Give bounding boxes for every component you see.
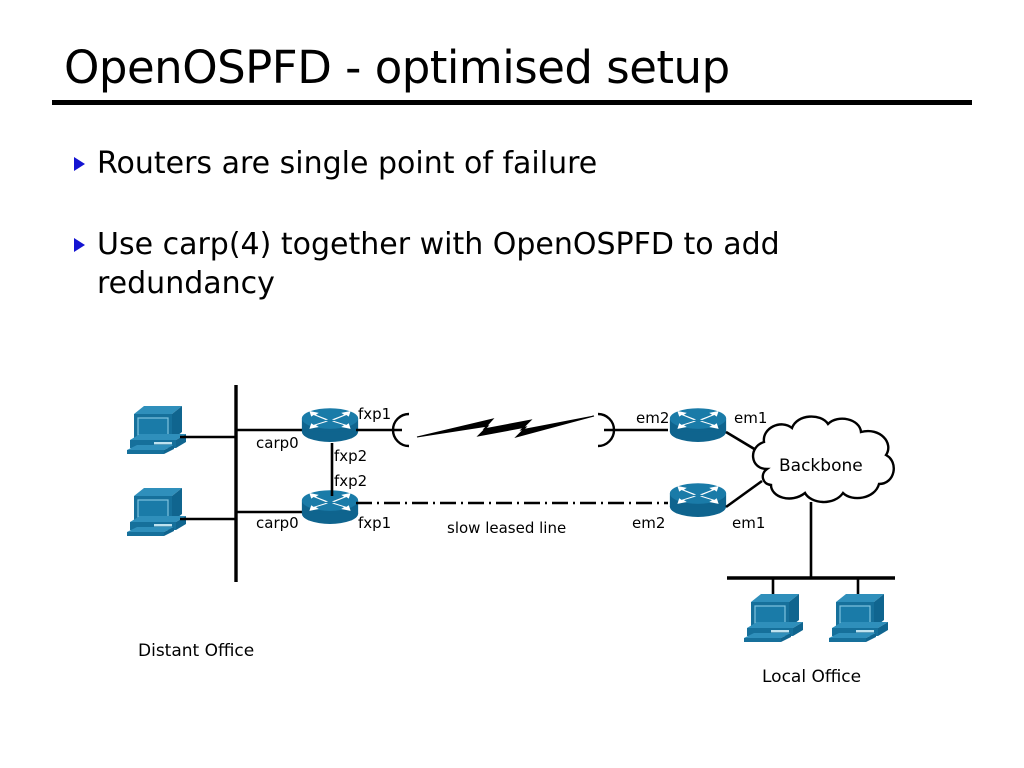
triangle-right-bullet-icon	[74, 238, 85, 252]
title-divider	[52, 100, 972, 105]
label-em1-bottom: em1	[732, 514, 765, 532]
local-workstation-2	[828, 593, 889, 643]
wire-router-bottom-to-cloud	[725, 479, 763, 509]
distant-router-bottom	[301, 490, 359, 524]
backbone-cloud-icon	[751, 415, 895, 504]
label-em1-top: em1	[734, 409, 767, 427]
triangle-right-bullet-icon	[74, 157, 85, 171]
label-fxp2-top: fxp2	[334, 447, 367, 465]
label-carp0-top: carp0	[256, 434, 299, 452]
label-fxp1-top: fxp1	[358, 405, 391, 423]
local-office-label: Local Office	[762, 667, 861, 687]
wire-router-top-to-cloud	[725, 430, 767, 458]
local-router-top	[669, 408, 727, 442]
bullet-list: Routers are single point of failure Use …	[74, 144, 904, 345]
wan-arc-right	[597, 412, 616, 448]
local-workstation-1	[743, 593, 804, 643]
distant-router-top	[301, 408, 359, 442]
distant-workstation-1	[126, 405, 187, 455]
label-slow-leased-line: slow leased line	[447, 519, 566, 537]
label-fxp2-bottom: fxp2	[334, 472, 367, 490]
bullet-item-1-label: Routers are single point of failure	[97, 146, 598, 181]
label-carp0-bottom: carp0	[256, 514, 299, 532]
label-fxp1-bottom: fxp1	[358, 514, 391, 532]
distant-office-label: Distant Office	[138, 641, 254, 661]
bullet-item-2-label: Use carp(4) together with OpenOSPFD to a…	[97, 227, 780, 301]
backbone-cloud-label: Backbone	[779, 456, 863, 476]
bullet-item-2: Use carp(4) together with OpenOSPFD to a…	[74, 225, 904, 303]
bullet-item-1: Routers are single point of failure	[74, 144, 904, 183]
page-title: OpenOSPFD - optimised setup	[64, 41, 730, 94]
wan-arc-left	[391, 412, 410, 448]
label-em2-top: em2	[636, 409, 669, 427]
lightning-bolt-icon	[416, 415, 595, 438]
local-router-bottom	[669, 483, 727, 517]
label-em2-bottom: em2	[632, 514, 665, 532]
distant-workstation-2	[126, 487, 187, 537]
